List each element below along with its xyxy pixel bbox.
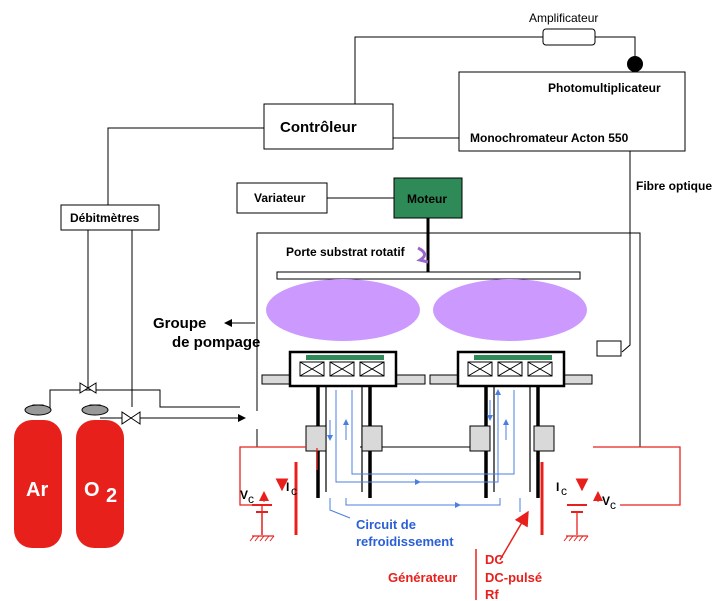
variateur-label: Variateur <box>254 191 306 205</box>
circuit-label-line2: refroidissement <box>356 534 454 549</box>
amplificateur-label: Amplificateur <box>529 11 598 25</box>
gas-ar-label: Ar <box>26 479 48 501</box>
amplificateur-box <box>542 28 596 46</box>
valve-icon <box>79 375 97 394</box>
gas-cylinder-o2: O 2 <box>76 404 124 548</box>
ic-right-sub: c <box>561 484 567 498</box>
vc-right-sub: c <box>610 498 616 512</box>
vc-right-label: V <box>602 494 610 508</box>
electric-circuit-left: I c V c <box>239 446 318 542</box>
plasma-right <box>433 279 587 341</box>
valve-icon <box>121 411 141 425</box>
vc-left-label: V <box>240 488 248 502</box>
groupe-label-line1: Groupe <box>153 315 206 332</box>
porte-substrat-label: Porte substrat rotatif <box>286 245 406 259</box>
ground-icon <box>249 535 275 542</box>
controleur-label: Contrôleur <box>280 119 357 136</box>
ic-left-sub: c <box>291 484 297 498</box>
gen-dc-pulse-label: DC-pulsé <box>485 570 542 585</box>
cooling-circuit <box>327 389 521 519</box>
photomultiplier-detector-dot <box>627 56 643 72</box>
groupe-label-line2: de pompage <box>172 334 260 351</box>
moteur-label: Moteur <box>407 192 447 206</box>
magnetron-right-flange-l <box>429 374 461 385</box>
gas-line-ar <box>49 389 240 410</box>
fibre-optique-line <box>621 151 631 353</box>
photomultiplicateur-label: Photomultiplicateur <box>548 81 661 95</box>
magnetron-right-flange-r <box>560 374 593 385</box>
debitmetres-label: Débitmètres <box>70 211 140 225</box>
amplifier-pm-wire <box>595 36 636 58</box>
cylinder-o2-body <box>76 420 124 548</box>
monochromateur-label: Monochromateur Acton 550 <box>470 131 629 145</box>
moteur-box <box>393 177 463 219</box>
chamber-wall-bottom-left <box>256 429 306 448</box>
controleur-box <box>263 103 394 150</box>
fibre-probe-box <box>596 340 622 357</box>
chamber-wall <box>256 232 641 448</box>
magnetron-left-target <box>306 355 384 360</box>
gen-dc-label: DC <box>485 552 504 567</box>
debitmetres-box <box>60 204 160 231</box>
fibre-optique-label: Fibre optique <box>636 179 712 193</box>
circuit-label-line1: Circuit de <box>356 517 416 532</box>
electric-circuit-right: I c V c <box>540 446 681 542</box>
gen-rf-label: Rf <box>485 587 499 601</box>
ic-right-label: I <box>556 480 559 494</box>
generateur-label: Générateur <box>388 570 457 585</box>
magnetron-right-target <box>474 355 552 360</box>
variateur-box <box>236 182 328 214</box>
rotation-arrow-icon <box>416 246 429 264</box>
cylinder-ar-body <box>14 420 62 548</box>
ground-icon <box>563 535 589 542</box>
magnetron-left-flange-l <box>261 374 293 385</box>
magnetron-left-flange-r <box>393 374 426 385</box>
plasma-left <box>266 279 420 341</box>
gas-o2-label: O <box>84 479 100 501</box>
ic-left-label: I <box>286 480 289 494</box>
magnetron-left <box>261 350 426 498</box>
substrate-holder <box>276 271 581 280</box>
gas-o2-sub: 2 <box>106 485 117 507</box>
monochromateur-box <box>458 71 686 152</box>
controller-debit-wire <box>107 127 264 205</box>
generator-arrow <box>499 510 529 561</box>
gas-cylinder-ar: Ar <box>14 404 62 548</box>
vc-left-sub: c <box>248 492 254 506</box>
amplificateur-group: Amplificateur <box>529 11 598 46</box>
controller-amplifier-wire <box>354 36 543 104</box>
magnetron-right <box>429 350 593 498</box>
